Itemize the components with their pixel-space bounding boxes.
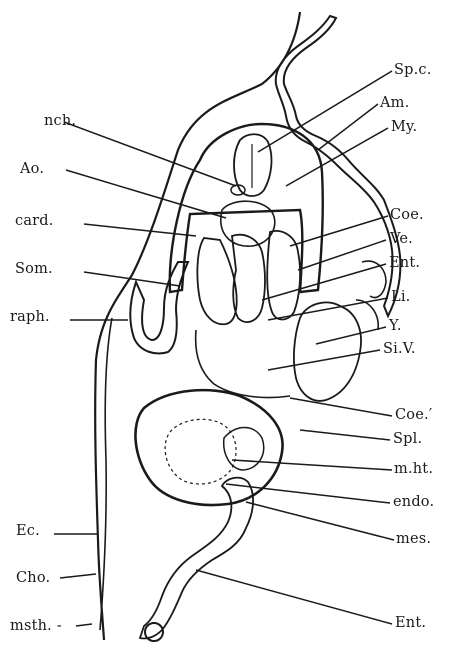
label-sinus-venosus: Si.V.	[383, 342, 416, 357]
label-aorta: Ao.	[20, 162, 44, 177]
label-myocardium-heart: m.ht.	[394, 462, 433, 477]
label-vein: Ve.	[390, 232, 413, 247]
label-myotome: My.	[391, 120, 417, 135]
label-coelom: Coe.	[390, 208, 424, 223]
label-coelom-prime: Coe.′	[395, 408, 432, 423]
label-chorion: Cho.	[16, 571, 50, 586]
label-notochord: nch.	[44, 114, 76, 129]
label-mesoderm: mes.	[396, 532, 431, 547]
label-liver: Li.	[391, 290, 410, 305]
ectoderm-outline	[95, 12, 300, 640]
gut-fold-left	[197, 238, 236, 324]
spinal-cord	[234, 134, 271, 196]
label-entoderm-lower: Ent.	[395, 616, 426, 631]
label-raphe: raph.	[10, 310, 50, 325]
aorta	[221, 201, 275, 246]
label-cardinal-vein: card.	[15, 214, 54, 229]
label-amnion: Am.	[380, 96, 409, 111]
label-ectoderm: Ec.	[16, 524, 40, 539]
left-body-wall	[130, 262, 188, 353]
label-splanchnopleure: Spl.	[393, 432, 422, 447]
myocardium-thickening	[224, 428, 264, 471]
label-endocardium: endo.	[393, 495, 434, 510]
chorion-outline	[100, 318, 112, 630]
label-spinal-cord: Sp.c.	[394, 63, 432, 78]
label-yolk: Y.	[389, 319, 402, 334]
amnion-fold	[276, 16, 401, 316]
label-somatopleure: Som.	[15, 262, 53, 277]
liver-yolk-mass	[294, 302, 361, 400]
label-entoderm-upper: Ent.	[389, 256, 420, 271]
label-mesothelium: msth. -	[10, 619, 62, 634]
coelom-wall	[196, 330, 290, 398]
leader-lines-left	[54, 122, 236, 626]
